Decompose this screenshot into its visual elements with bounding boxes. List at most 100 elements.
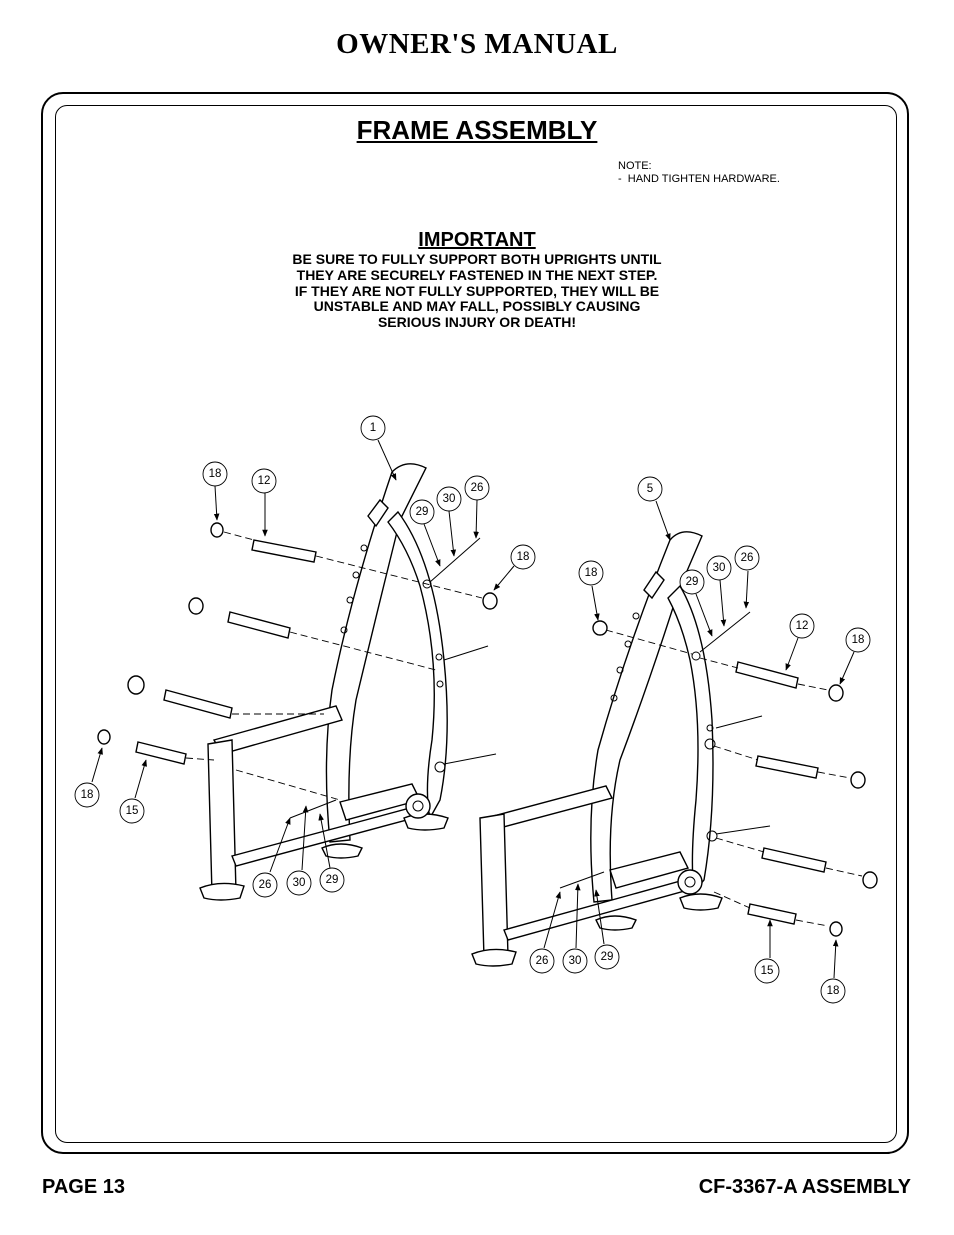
left-cap-right <box>482 592 498 610</box>
left-front-foot <box>199 882 245 901</box>
callout-right-washer-bottom: 30 <box>562 948 588 974</box>
right-cap-bottom <box>829 921 843 937</box>
svg-text:15: 15 <box>761 965 774 977</box>
right-pin-top <box>735 661 799 689</box>
callout-left-bolt-bottom: 26 <box>252 872 278 898</box>
svg-text:18: 18 <box>209 468 222 480</box>
right-pivot-hub <box>677 869 703 895</box>
page-border-outer <box>41 92 909 1154</box>
callout-left-pin-top: 12 <box>251 468 277 494</box>
svg-text:1: 1 <box>370 422 376 434</box>
left-pin-top <box>251 539 317 563</box>
svg-text:15: 15 <box>126 805 139 817</box>
right-pin-lower <box>761 847 827 873</box>
important-warning: BE SURE TO FULLY SUPPORT BOTH UPRIGHTS U… <box>252 251 702 331</box>
svg-text:30: 30 <box>293 877 306 889</box>
right-center-foot <box>595 915 637 931</box>
important-title: IMPORTANT <box>418 229 536 251</box>
callout-right-pin-bottom: 15 <box>754 958 780 984</box>
left-assembly <box>97 463 498 901</box>
important-line: UNSTABLE AND MAY FALL, POSSIBLY CAUSING <box>313 298 641 315</box>
right-upright-holes <box>610 612 718 842</box>
callouts: 1 18 12 30 26 29 18 18 15 26 30 29 5 18 … <box>74 415 871 1004</box>
right-cap-left <box>592 620 608 636</box>
callout-right-pin-top: 12 <box>789 613 815 639</box>
svg-text:30: 30 <box>569 955 582 967</box>
svg-text:26: 26 <box>471 482 484 494</box>
svg-text:26: 26 <box>259 879 272 891</box>
page-border-inner <box>55 105 897 1143</box>
callout-left-bolt-top: 26 <box>464 475 490 501</box>
callout-right-bolt-top: 26 <box>734 545 760 571</box>
callout-right-nut-bottom: 29 <box>594 944 620 970</box>
callout-left-cap-right: 18 <box>510 544 536 570</box>
left-cap-mid <box>188 597 204 615</box>
note-line: - HAND TIGHTEN HARDWARE. <box>618 173 780 185</box>
left-pin-bottom <box>135 741 187 765</box>
callout-left-upright: 1 <box>360 415 386 441</box>
callout-left-cap-top: 18 <box>202 461 228 487</box>
svg-text:26: 26 <box>536 955 549 967</box>
left-pivot-hub <box>405 793 431 819</box>
left-pin-mid <box>227 611 291 639</box>
svg-text:29: 29 <box>416 506 429 518</box>
svg-text:12: 12 <box>796 620 809 632</box>
left-weight-horn <box>367 498 389 528</box>
right-cap-top <box>828 684 844 702</box>
callout-right-cap-left: 18 <box>578 560 604 586</box>
svg-text:12: 12 <box>258 475 271 487</box>
callout-left-cap-bottom: 18 <box>74 782 100 808</box>
right-front-post <box>479 813 509 959</box>
svg-text:18: 18 <box>517 551 530 563</box>
important-line: IF THEY ARE NOT FULLY SUPPORTED, THEY WI… <box>294 282 660 299</box>
right-alignment-lines <box>605 629 863 927</box>
callout-left-washer-bottom: 30 <box>286 870 312 896</box>
svg-text:29: 29 <box>326 874 339 886</box>
right-assembly <box>471 531 878 967</box>
svg-text:18: 18 <box>585 567 598 579</box>
callout-right-washer-top: 30 <box>706 555 732 581</box>
svg-text:30: 30 <box>443 493 456 505</box>
callout-right-upright: 5 <box>637 476 663 502</box>
right-cap-lower <box>862 871 878 889</box>
section-title: FRAME ASSEMBLY <box>356 115 598 145</box>
left-cap-bottom <box>97 729 111 745</box>
important-line: BE SURE TO FULLY SUPPORT BOTH UPRIGHTS U… <box>292 251 662 267</box>
note: NOTE: - HAND TIGHTEN HARDWARE. <box>618 160 780 186</box>
right-pin-mid <box>755 755 819 779</box>
left-crossbar-upper <box>212 705 343 755</box>
footer-page-number: PAGE 13 <box>42 1176 125 1198</box>
important-line: THEY ARE SECURELY FASTENED IN THE NEXT S… <box>296 266 658 283</box>
left-upright-rear-leg <box>387 510 448 820</box>
right-weight-horn <box>643 570 665 600</box>
callout-left-nut-bottom: 29 <box>319 867 345 893</box>
callout-left-pin-bottom: 15 <box>119 798 145 824</box>
svg-text:5: 5 <box>647 483 653 495</box>
footer-document-id: CF-3367-A ASSEMBLY <box>698 1176 911 1198</box>
svg-text:18: 18 <box>81 789 94 801</box>
svg-text:30: 30 <box>713 562 726 574</box>
left-pin-lower <box>163 689 233 719</box>
callout-right-cap-bottom: 18 <box>820 978 846 1004</box>
left-crossbar-lower <box>231 807 415 867</box>
left-alignment-lines <box>185 531 483 801</box>
callout-left-nut-top: 29 <box>409 499 435 525</box>
svg-text:26: 26 <box>741 552 754 564</box>
left-rear-foot <box>403 813 449 831</box>
svg-text:18: 18 <box>827 985 840 997</box>
note-heading: NOTE: <box>618 160 652 172</box>
left-cap-top <box>210 522 224 538</box>
svg-text:29: 29 <box>686 576 699 588</box>
callout-right-cap-top: 18 <box>845 627 871 653</box>
callout-right-bolt-bottom: 26 <box>529 948 555 974</box>
callout-right-nut-top: 29 <box>679 569 705 595</box>
callout-leaders <box>91 439 855 979</box>
left-upright-holes <box>340 544 446 773</box>
right-pin-bottom <box>747 903 797 925</box>
header-title: OWNER'S MANUAL <box>336 28 618 60</box>
callout-left-washer-top: 30 <box>436 486 462 512</box>
important-line: SERIOUS INJURY OR DEATH! <box>377 314 577 331</box>
svg-text:18: 18 <box>852 634 865 646</box>
svg-text:29: 29 <box>601 951 614 963</box>
